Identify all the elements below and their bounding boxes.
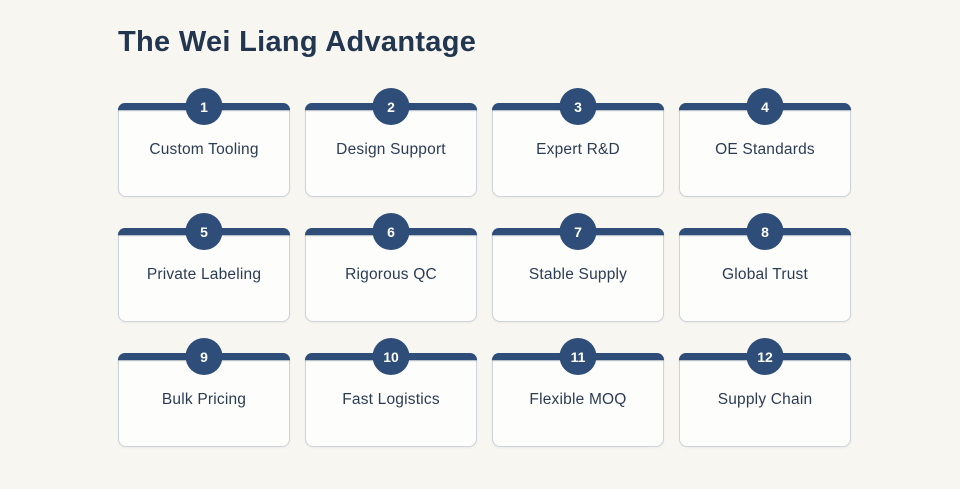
card-number-badge: 3	[559, 88, 597, 125]
card-number: 4	[761, 98, 769, 115]
advantage-card-private-labeling: 5 Private Labeling	[118, 213, 290, 322]
card-number-badge: 11	[559, 338, 597, 375]
card-number: 8	[761, 223, 769, 240]
advantage-card-oe-standards: 4 OE Standards	[679, 88, 851, 197]
advantage-card-global-trust: 8 Global Trust	[679, 213, 851, 322]
card-number: 12	[757, 348, 773, 365]
advantage-card-supply-chain: 12 Supply Chain	[679, 338, 851, 447]
card-number: 2	[387, 98, 395, 115]
card-number-badge: 8	[746, 213, 784, 250]
card-number-badge: 2	[372, 88, 410, 125]
card-label: Bulk Pricing	[161, 391, 247, 408]
card-number: 6	[387, 223, 395, 240]
card-number: 10	[383, 348, 399, 365]
card-number-badge: 7	[559, 213, 597, 250]
card-number-badge: 6	[372, 213, 410, 250]
page-title: The Wei Liang Advantage	[118, 26, 477, 58]
card-label: Global Trust	[722, 266, 808, 283]
advantage-card-rigorous-qc: 6 Rigorous QC	[305, 213, 477, 322]
card-number-badge: 9	[185, 338, 223, 375]
card-number-badge: 5	[185, 213, 223, 250]
card-number-badge: 12	[746, 338, 784, 375]
card-body: Design Support	[305, 103, 477, 197]
card-label: Rigorous QC	[345, 266, 437, 283]
card-label: Flexible MOQ	[529, 391, 627, 408]
card-number-badge: 4	[746, 88, 784, 125]
card-label: Custom Tooling	[149, 141, 259, 158]
card-number-badge: 1	[185, 88, 223, 125]
card-label: Fast Logistics	[342, 391, 440, 408]
advantage-card-stable-supply: 7 Stable Supply	[492, 213, 664, 322]
advantage-card-fast-logistics: 10 Fast Logistics	[305, 338, 477, 447]
card-number: 5	[200, 223, 208, 240]
card-label: OE Standards	[715, 141, 815, 158]
card-number: 9	[200, 348, 208, 365]
advantage-card-bulk-pricing: 9 Bulk Pricing	[118, 338, 290, 447]
advantage-card-expert-rd: 3 Expert R&D	[492, 88, 664, 197]
card-number: 3	[574, 98, 582, 115]
card-number: 1	[200, 98, 208, 115]
card-number-badge: 10	[372, 338, 410, 375]
card-label: Design Support	[336, 141, 446, 158]
card-number: 7	[574, 223, 582, 240]
card-label: Private Labeling	[146, 266, 262, 283]
advantage-cards-grid: 1 Custom Tooling 2 Design Support 3 Expe…	[118, 88, 851, 447]
card-label: Stable Supply	[528, 266, 628, 283]
advantage-card-custom-tooling: 1 Custom Tooling	[118, 88, 290, 197]
advantage-card-design-support: 2 Design Support	[305, 88, 477, 197]
card-label: Supply Chain	[717, 391, 813, 408]
card-label: Expert R&D	[536, 141, 620, 158]
advantage-card-flexible-moq: 11 Flexible MOQ	[492, 338, 664, 447]
card-number: 11	[570, 348, 586, 365]
